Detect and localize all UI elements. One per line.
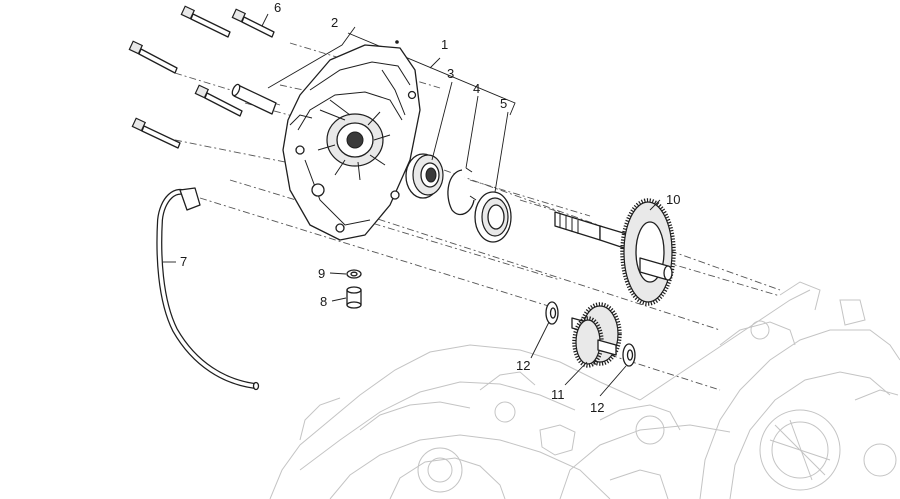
bolt-6-mid-right xyxy=(194,84,243,117)
transmission-cover-1 xyxy=(282,44,421,241)
callout-4: 4 xyxy=(473,81,480,96)
circlip-4 xyxy=(447,167,477,216)
callout-2: 2 xyxy=(331,15,338,30)
callout-labels: 1 2 3 4 5 6 7 8 9 10 11 12 12 xyxy=(180,0,680,415)
callout-11: 11 xyxy=(551,387,565,402)
callout-8: 8 xyxy=(320,294,327,309)
intermediate-gear-11 xyxy=(571,302,622,368)
callout-6: 6 xyxy=(274,0,281,15)
bolt-6-top-right xyxy=(231,8,275,38)
callout-12-upper: 12 xyxy=(516,358,530,373)
drain-plug-8 xyxy=(346,286,362,309)
callout-9: 9 xyxy=(318,266,325,281)
engine-crankcase-outline xyxy=(269,281,900,499)
callout-10: 10 xyxy=(666,192,680,207)
dowel-pin-2 xyxy=(231,83,277,115)
leader-lines xyxy=(163,13,661,397)
sealing-washer-9 xyxy=(346,269,362,279)
callout-5: 5 xyxy=(500,96,507,111)
bolt-6-lower xyxy=(131,117,181,149)
callout-3: 3 xyxy=(447,66,454,81)
callout-12-lower: 12 xyxy=(590,400,604,415)
callout-7: 7 xyxy=(180,254,187,269)
washer-12-lower xyxy=(622,343,636,367)
breather-hose-7 xyxy=(156,187,260,391)
output-shaft-gear-10 xyxy=(554,198,676,306)
bolt-6-mid-left xyxy=(128,40,178,74)
callout-1: 1 xyxy=(441,37,448,52)
bolt-6-top-left xyxy=(180,5,231,38)
bearing-3 xyxy=(405,153,444,199)
washer-12-upper xyxy=(545,301,559,325)
oil-seal-5 xyxy=(474,191,512,243)
